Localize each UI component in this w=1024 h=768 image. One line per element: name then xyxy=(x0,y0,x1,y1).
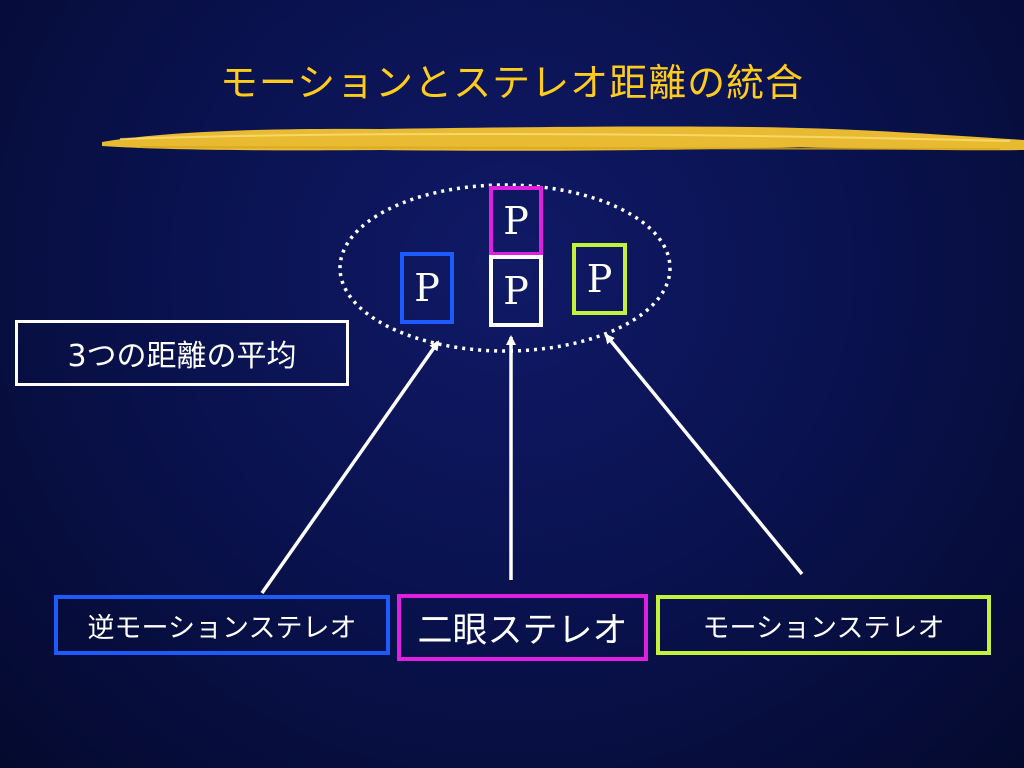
slide-title: モーションとステレオ距離の統合 xyxy=(219,61,805,105)
title-brush-underline xyxy=(102,126,1024,151)
p-box-motion: P xyxy=(572,243,627,315)
source-label: 逆モーションステレオ xyxy=(87,612,357,644)
p-box-inverse-motion: P xyxy=(400,252,454,324)
average-label-box: 3つの距離の平均 xyxy=(15,320,349,386)
p-box-label: P xyxy=(503,199,529,243)
p-box-label: P xyxy=(503,269,529,313)
arrow-inverse-motion xyxy=(260,340,440,595)
p-box-average: P xyxy=(489,255,543,327)
arrow-motion xyxy=(604,333,804,576)
p-box-label: P xyxy=(586,257,613,301)
source-binocular-stereo: 二眼ステレオ xyxy=(397,594,648,661)
source-motion-stereo: モーションステレオ xyxy=(656,595,991,655)
source-label: 二眼ステレオ xyxy=(417,611,628,651)
source-label: モーションステレオ xyxy=(702,612,945,644)
group-ellipse xyxy=(338,183,672,353)
p-box-binocular-top: P xyxy=(489,186,543,256)
source-inverse-motion-stereo: 逆モーションステレオ xyxy=(54,595,390,655)
p-box-label: P xyxy=(414,266,440,310)
average-label: 3つの距離の平均 xyxy=(67,339,297,374)
